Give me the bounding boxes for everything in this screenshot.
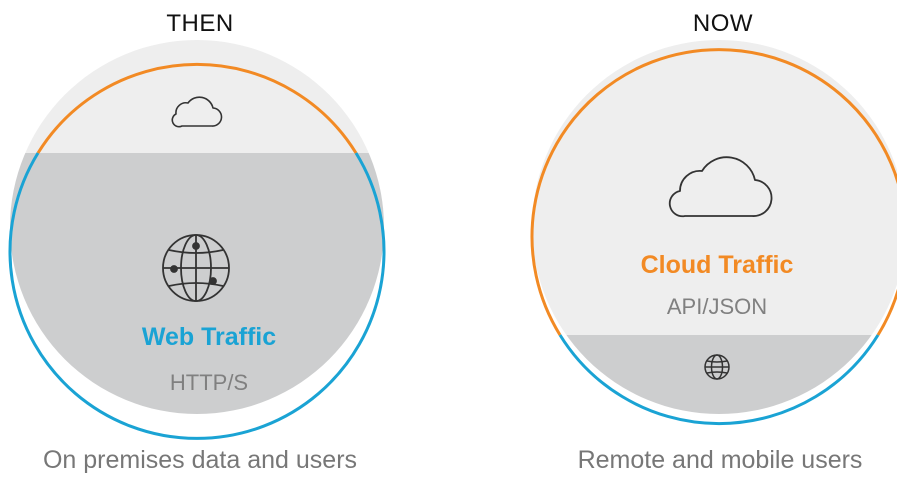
globe-icon xyxy=(162,234,230,302)
then-web-arc xyxy=(8,152,386,440)
comparison-diagram: Web Traffic HTTP/S Cloud Traffic API/JSO… xyxy=(8,40,897,440)
then-cloud-arc xyxy=(36,62,358,154)
then-subtitle: HTTP/S xyxy=(170,370,248,395)
cloud-icon xyxy=(668,156,773,218)
then-title: Web Traffic xyxy=(142,323,276,351)
now-heading: NOW xyxy=(692,10,754,37)
now-cloud-arc xyxy=(530,48,897,336)
now-web-arc xyxy=(558,334,880,426)
now-web-zone xyxy=(532,335,897,414)
now-circle: Cloud Traffic API/JSON xyxy=(530,40,897,426)
now-cloud-zone xyxy=(532,40,897,335)
then-cloud-zone xyxy=(10,40,384,153)
now-subtitle: API/JSON xyxy=(667,294,767,319)
then-heading: THEN xyxy=(166,10,234,37)
then-circle: Web Traffic HTTP/S xyxy=(8,40,386,440)
then-caption: On premises data and users xyxy=(42,446,358,474)
cloud-icon xyxy=(171,96,223,128)
now-title: Cloud Traffic xyxy=(641,251,794,279)
now-caption: Remote and mobile users xyxy=(577,446,863,474)
globe-icon xyxy=(704,354,730,380)
